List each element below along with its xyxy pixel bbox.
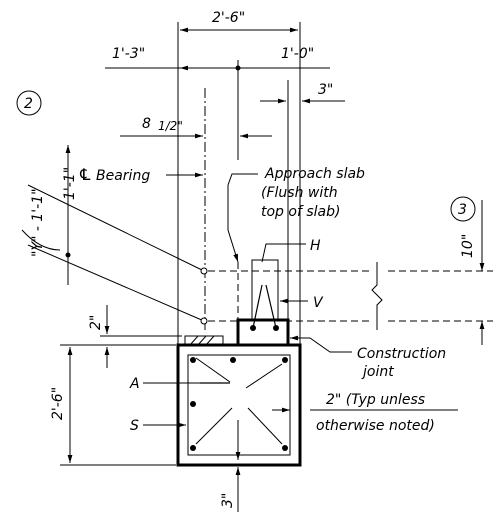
eight-half-fraction: 1/2" <box>158 119 183 133</box>
approach-line-2: (Flush with <box>261 185 338 201</box>
s-label-group: S <box>130 418 186 434</box>
typ-line-1: 2" (Typ unless <box>326 392 425 408</box>
h-v-labels: H V <box>261 238 324 311</box>
construction-joint-note: Construction joint <box>290 335 446 380</box>
callout-2: 2 <box>16 90 42 116</box>
approach-slab-dashed: 10" <box>208 200 493 345</box>
cap-beam <box>176 343 302 467</box>
eight-half-main: 8 <box>142 116 151 132</box>
y-minus-label: "Y" - 1'-1" <box>30 188 46 257</box>
top-three-inch-dim: 3" <box>260 80 345 320</box>
construction-line-1: Construction <box>357 346 446 362</box>
two-inch-left-dim: 2" <box>88 305 182 368</box>
three-inch-top-label: 3" <box>318 82 333 98</box>
two-inch-left-label: 2" <box>88 315 104 330</box>
bearing-label: Bearing <box>96 168 150 184</box>
top-span-dimension: 2'-6" <box>177 10 301 355</box>
offset-dimensions: 1'-3" 1'-0" <box>105 46 330 160</box>
v-label: V <box>313 295 324 311</box>
sloped-slab-lines: "Y" - 1'-1" 1'-1" <box>21 145 208 325</box>
depth-label: 2'-6" <box>50 387 66 420</box>
approach-slab-note: Approach slab (Flush with top of slab) <box>227 166 365 263</box>
approach-line-1: Approach slab <box>264 166 365 182</box>
approach-line-3: top of slab) <box>261 204 340 220</box>
one-one-label: 1'-1" <box>62 167 78 200</box>
callout-3-label: 3 <box>458 202 467 218</box>
typ-line-2: otherwise noted) <box>316 418 435 434</box>
eight-half-dim: 8 1/2" <box>120 116 272 139</box>
ten-inch-label: 10" <box>460 234 476 258</box>
right-offset-label: 1'-0" <box>281 46 314 62</box>
centerline-symbol: ℄ <box>78 165 92 184</box>
typ-note: 2" (Typ unless otherwise noted) <box>272 392 458 434</box>
three-inch-bottom-label: 3" <box>220 493 236 508</box>
top-span-label: 2'-6" <box>212 10 245 26</box>
construction-line-2: joint <box>361 364 394 380</box>
backwall <box>236 259 290 345</box>
callout-3: 3 <box>450 196 476 222</box>
h-label: H <box>310 238 321 254</box>
a-label-group: A <box>129 376 230 392</box>
a-label: A <box>129 376 140 392</box>
callout-2-label: 2 <box>24 96 33 112</box>
bottom-three-inch-dim: 3" <box>220 467 241 512</box>
left-offset-label: 1'-3" <box>112 46 145 62</box>
depth-dimension: 2'-6" <box>50 344 176 466</box>
bearing-label-group: ℄ Bearing <box>78 165 203 184</box>
s-label: S <box>130 418 139 434</box>
